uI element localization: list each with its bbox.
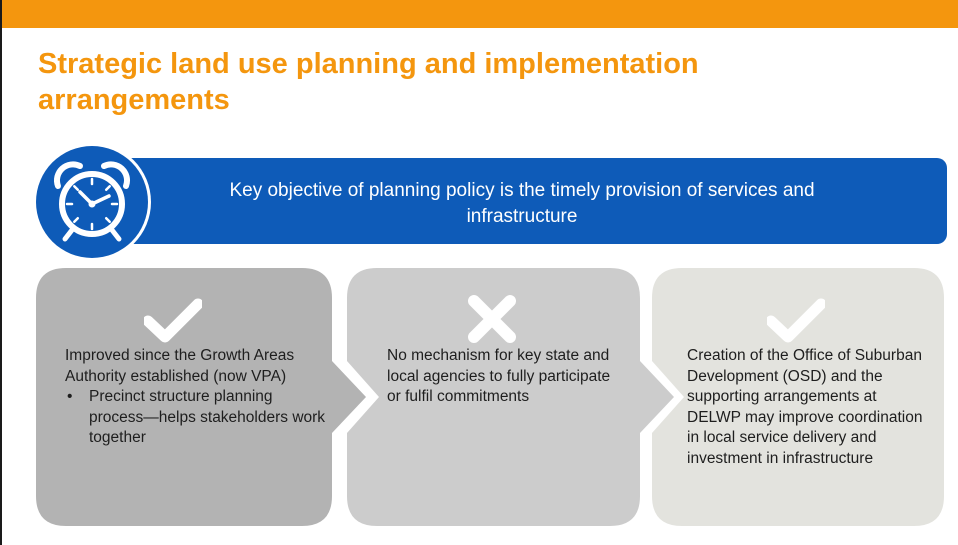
panel-3-text: Creation of the Office of Suburban Devel…	[687, 346, 927, 469]
panel-1-bullets: Precinct structure planning process—help…	[65, 387, 331, 449]
panel-3-shape	[652, 268, 944, 526]
checkmark-icon	[767, 298, 825, 343]
panel-2-text: No mechanism for key state and local age…	[387, 346, 623, 408]
slide-title: Strategic land use planning and implemen…	[38, 48, 699, 116]
top-accent-bar	[2, 0, 958, 28]
panel-1-summary: Improved since the Growth Areas Authorit…	[65, 347, 295, 385]
alarm-clock-icon	[36, 146, 148, 258]
panel-2-summary: No mechanism for key state and local age…	[387, 347, 611, 405]
panel-2-shape	[347, 268, 674, 526]
panel-3-summary: Creation of the Office of Suburban Devel…	[687, 347, 923, 467]
objective-banner: Key objective of planning policy is the …	[80, 158, 947, 244]
panel-1-text: Improved since the Growth Areas Authorit…	[65, 346, 331, 449]
objective-text: Key objective of planning policy is the …	[229, 180, 815, 227]
panel-1-bullet: Precinct structure planning process—help…	[67, 387, 331, 449]
checkmark-icon	[144, 298, 202, 343]
cross-icon	[468, 295, 516, 343]
